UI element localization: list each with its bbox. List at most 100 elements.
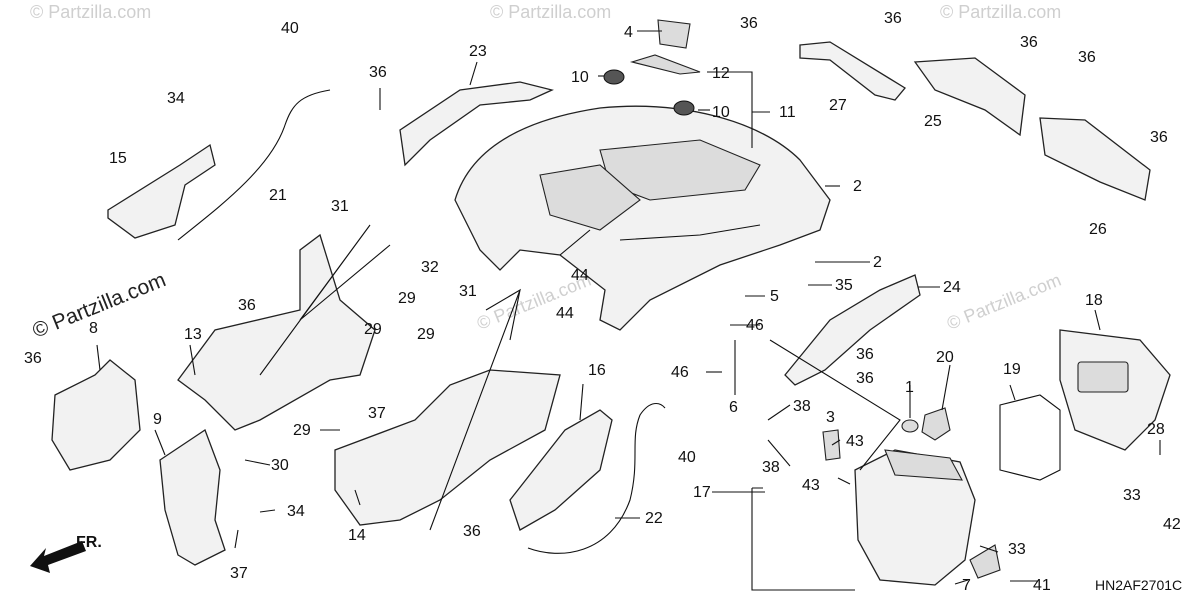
callout: 21 bbox=[269, 187, 287, 204]
floor-part-13 bbox=[177, 233, 376, 431]
diagram-code: HN2AF2701C bbox=[1095, 577, 1182, 593]
callout: 14 bbox=[348, 527, 366, 544]
callout: 36 bbox=[463, 523, 481, 540]
guard-part-8 bbox=[51, 359, 141, 471]
callout: 9 bbox=[153, 411, 162, 428]
callout: 2 bbox=[853, 178, 862, 195]
watermark-text: © Partzilla.com bbox=[29, 268, 169, 342]
callout: 17 bbox=[693, 484, 711, 501]
grommet-part-10a bbox=[603, 69, 625, 85]
callout: 31 bbox=[331, 198, 349, 215]
callout: 36 bbox=[884, 10, 902, 27]
callout: 27 bbox=[829, 97, 847, 114]
callout: 24 bbox=[943, 279, 961, 296]
callout: 10 bbox=[571, 69, 589, 86]
callout: 33 bbox=[1008, 541, 1026, 558]
callout: 4 bbox=[624, 24, 633, 41]
callout: 37 bbox=[368, 405, 386, 422]
cable-part-21 bbox=[177, 89, 331, 241]
callout: 44 bbox=[556, 305, 574, 322]
callout: 31 bbox=[459, 283, 477, 300]
callout: 18 bbox=[1085, 292, 1103, 309]
cover-part-24 bbox=[784, 274, 921, 386]
callout: 36 bbox=[856, 370, 874, 387]
callout: 23 bbox=[469, 43, 487, 60]
callout: 8 bbox=[89, 320, 98, 337]
callout: 7 bbox=[962, 577, 971, 594]
leader-lines bbox=[96, 30, 1161, 591]
callout: 43 bbox=[802, 477, 820, 494]
callout: 36 bbox=[24, 350, 42, 367]
callout: 16 bbox=[588, 362, 606, 379]
guard-part-9 bbox=[159, 429, 226, 566]
callout: 36 bbox=[369, 64, 387, 81]
callout: 36 bbox=[1020, 34, 1038, 51]
lid-inner-detail bbox=[1077, 361, 1129, 393]
callout: 22 bbox=[645, 510, 663, 527]
callout: 36 bbox=[1078, 49, 1096, 66]
svg-text:© Partzilla.com: © Partzilla.com bbox=[940, 2, 1061, 22]
grommet-part-10b bbox=[673, 100, 695, 116]
box-lid-detail bbox=[884, 449, 963, 481]
callout: 11 bbox=[779, 104, 796, 121]
callout: 32 bbox=[421, 259, 439, 276]
callout: 1 bbox=[905, 379, 914, 396]
svg-text:© Partzilla.com: © Partzilla.com bbox=[944, 270, 1064, 334]
svg-text:© Partzilla.com: © Partzilla.com bbox=[490, 2, 611, 22]
seal-part-19 bbox=[999, 394, 1061, 481]
callout: 34 bbox=[167, 90, 185, 107]
callout: 37 bbox=[230, 565, 248, 582]
callout: 46 bbox=[746, 317, 764, 334]
callout: 2 bbox=[873, 254, 882, 271]
callout: 40 bbox=[281, 20, 299, 37]
callout: 35 bbox=[835, 277, 853, 294]
callout: 30 bbox=[271, 457, 289, 474]
bracket-part-20 bbox=[921, 407, 951, 441]
callout: 15 bbox=[109, 150, 127, 167]
callout: 13 bbox=[184, 326, 202, 343]
cap-part-1 bbox=[901, 419, 919, 433]
callout: 29 bbox=[417, 326, 435, 343]
callout: 38 bbox=[793, 398, 811, 415]
callout: 19 bbox=[1003, 361, 1021, 378]
callout: 36 bbox=[740, 15, 758, 32]
cover-part-15 bbox=[107, 143, 216, 239]
callout: 3 bbox=[826, 409, 835, 426]
stay-part-27 bbox=[799, 41, 906, 101]
callout: 44 bbox=[571, 267, 589, 284]
callout: 26 bbox=[1089, 221, 1107, 238]
cover-part-26 bbox=[1039, 117, 1151, 201]
callout: 42 bbox=[1163, 516, 1181, 533]
front-direction-arrow: FR. bbox=[30, 534, 102, 573]
bracket-part-3 bbox=[822, 429, 841, 461]
callout: 6 bbox=[729, 399, 738, 416]
callout: 10 bbox=[712, 104, 730, 121]
cable-part-22 bbox=[527, 403, 666, 554]
callout: 29 bbox=[364, 321, 382, 338]
grommet-part-33 bbox=[969, 544, 1001, 579]
callout: 29 bbox=[398, 290, 416, 307]
callout: 29 bbox=[293, 422, 311, 439]
floor-part-14 bbox=[334, 369, 561, 526]
callout: 25 bbox=[924, 113, 942, 130]
callout: 5 bbox=[770, 288, 779, 305]
callout: 46 bbox=[671, 364, 689, 381]
callout-labels: 40 34 15 21 23 36 4 10 12 10 11 36 27 36… bbox=[24, 10, 1181, 594]
front-label: FR. bbox=[76, 534, 102, 551]
callout: 40 bbox=[678, 449, 696, 466]
cover-part-16 bbox=[509, 409, 613, 531]
callout: 38 bbox=[762, 459, 780, 476]
callout: 34 bbox=[287, 503, 305, 520]
cover-part-25 bbox=[913, 57, 1026, 137]
clip-part-4 bbox=[657, 19, 691, 49]
callout: 36 bbox=[1150, 129, 1168, 146]
callout: 28 bbox=[1147, 421, 1165, 438]
callout: 43 bbox=[846, 433, 864, 450]
plate-part-12 bbox=[629, 54, 701, 75]
callout: 33 bbox=[1123, 487, 1141, 504]
callout: 20 bbox=[936, 349, 954, 366]
callout: 36 bbox=[238, 297, 256, 314]
callout: 36 bbox=[856, 346, 874, 363]
